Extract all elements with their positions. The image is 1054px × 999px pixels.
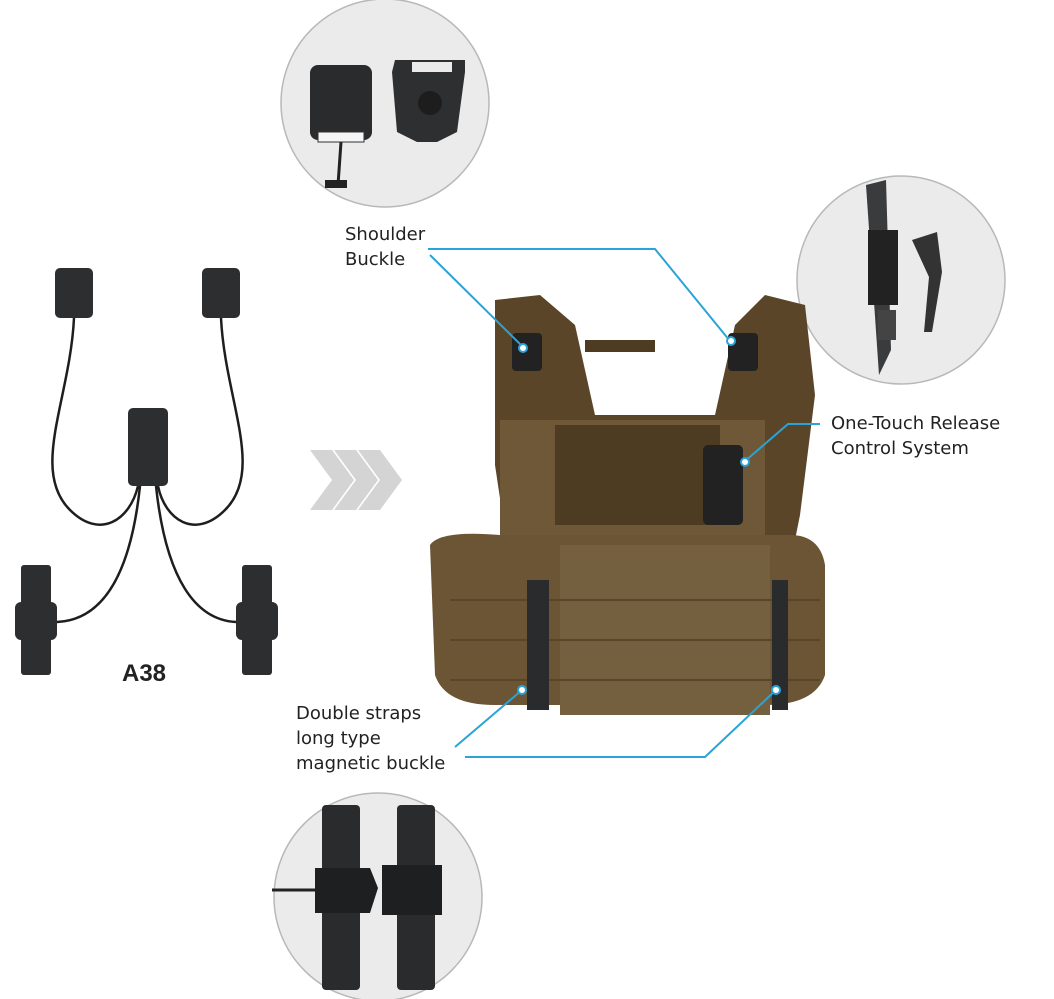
shoulder-buckle-detail-circle [280,0,490,208]
model-label: A38 [122,660,167,687]
label-line: Buckle [345,249,406,270]
label-line: One-Touch Release [831,413,1001,434]
chevron-arrows-icon [310,450,402,510]
a38-system-illustration [15,268,278,675]
release-system-detail-circle [796,175,1006,385]
label-line: long type [296,728,381,749]
label-line: Control System [831,438,969,459]
plate-carrier-vest [430,295,825,715]
label-line: Shoulder [345,224,426,245]
label-line: magnetic buckle [296,753,446,774]
magnetic-buckle-label: Double straps long type magnetic buckle [296,701,445,776]
leader-dots [517,336,781,695]
leader-lines [428,248,820,758]
magnetic-buckle-detail-circle [272,792,483,999]
shoulder-buckle-label: Shoulder Buckle [345,222,425,272]
release-system-label: One-Touch Release Control System [831,411,1000,461]
label-line: Double straps [296,703,422,724]
